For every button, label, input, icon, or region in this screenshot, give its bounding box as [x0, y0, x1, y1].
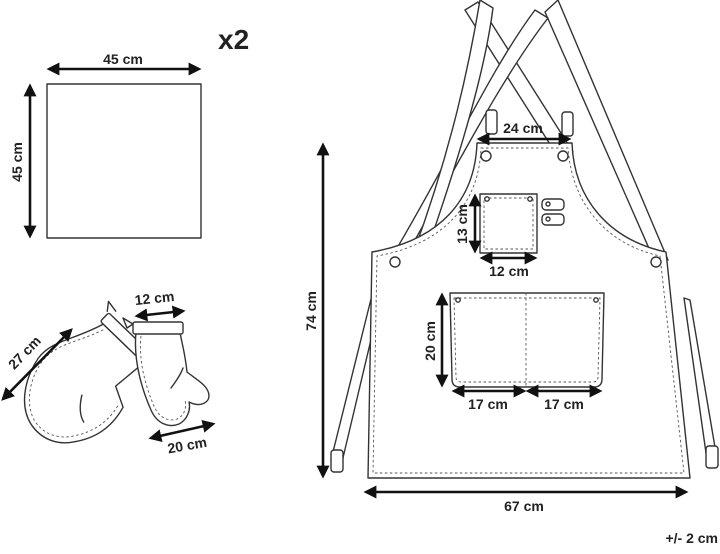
napkin-group: 45 cm 45 cm x2: [9, 24, 249, 239]
chest-pocket-width-label: 12 cm: [489, 263, 529, 279]
mitt-hand-width-label: 20 cm: [166, 434, 208, 457]
right-oven-mitt: [122, 317, 210, 427]
front-pocket-right-width-label: 17 cm: [544, 396, 584, 412]
chest-pocket: [479, 193, 565, 254]
napkin-height-label: 45 cm: [9, 142, 25, 182]
front-pocket-left-width-label: 17 cm: [468, 396, 508, 412]
chest-pocket-height-label: 13 cm: [454, 204, 470, 244]
napkin-width-label: 45 cm: [103, 51, 143, 67]
napkin-outline: [46, 83, 202, 239]
mitt-cuff-width-arrow: [134, 305, 186, 322]
mitt-hand-width-arrow: [148, 419, 216, 443]
apron-straps: [389, 0, 669, 264]
apron-bottom-width-label: 67 cm: [504, 498, 544, 514]
mitt-cuff-width-label: 12 cm: [134, 288, 175, 308]
front-pocket: [449, 292, 605, 388]
apron-top-width-label: 24 cm: [503, 120, 543, 136]
quantity-label: x2: [218, 24, 249, 55]
oven-mitts-group: 12 cm 20 cm 27 cm: [1, 288, 216, 457]
front-pocket-height-label: 20 cm: [422, 321, 438, 361]
apron-group: 24 cm 74 cm 13 cm 12 cm 20 cm 17 cm 17 c…: [303, 0, 719, 514]
apron-length-label: 74 cm: [303, 291, 319, 331]
tolerance-label: +/- 2 cm: [665, 530, 718, 546]
mitt-length-arrow: [1, 328, 73, 401]
